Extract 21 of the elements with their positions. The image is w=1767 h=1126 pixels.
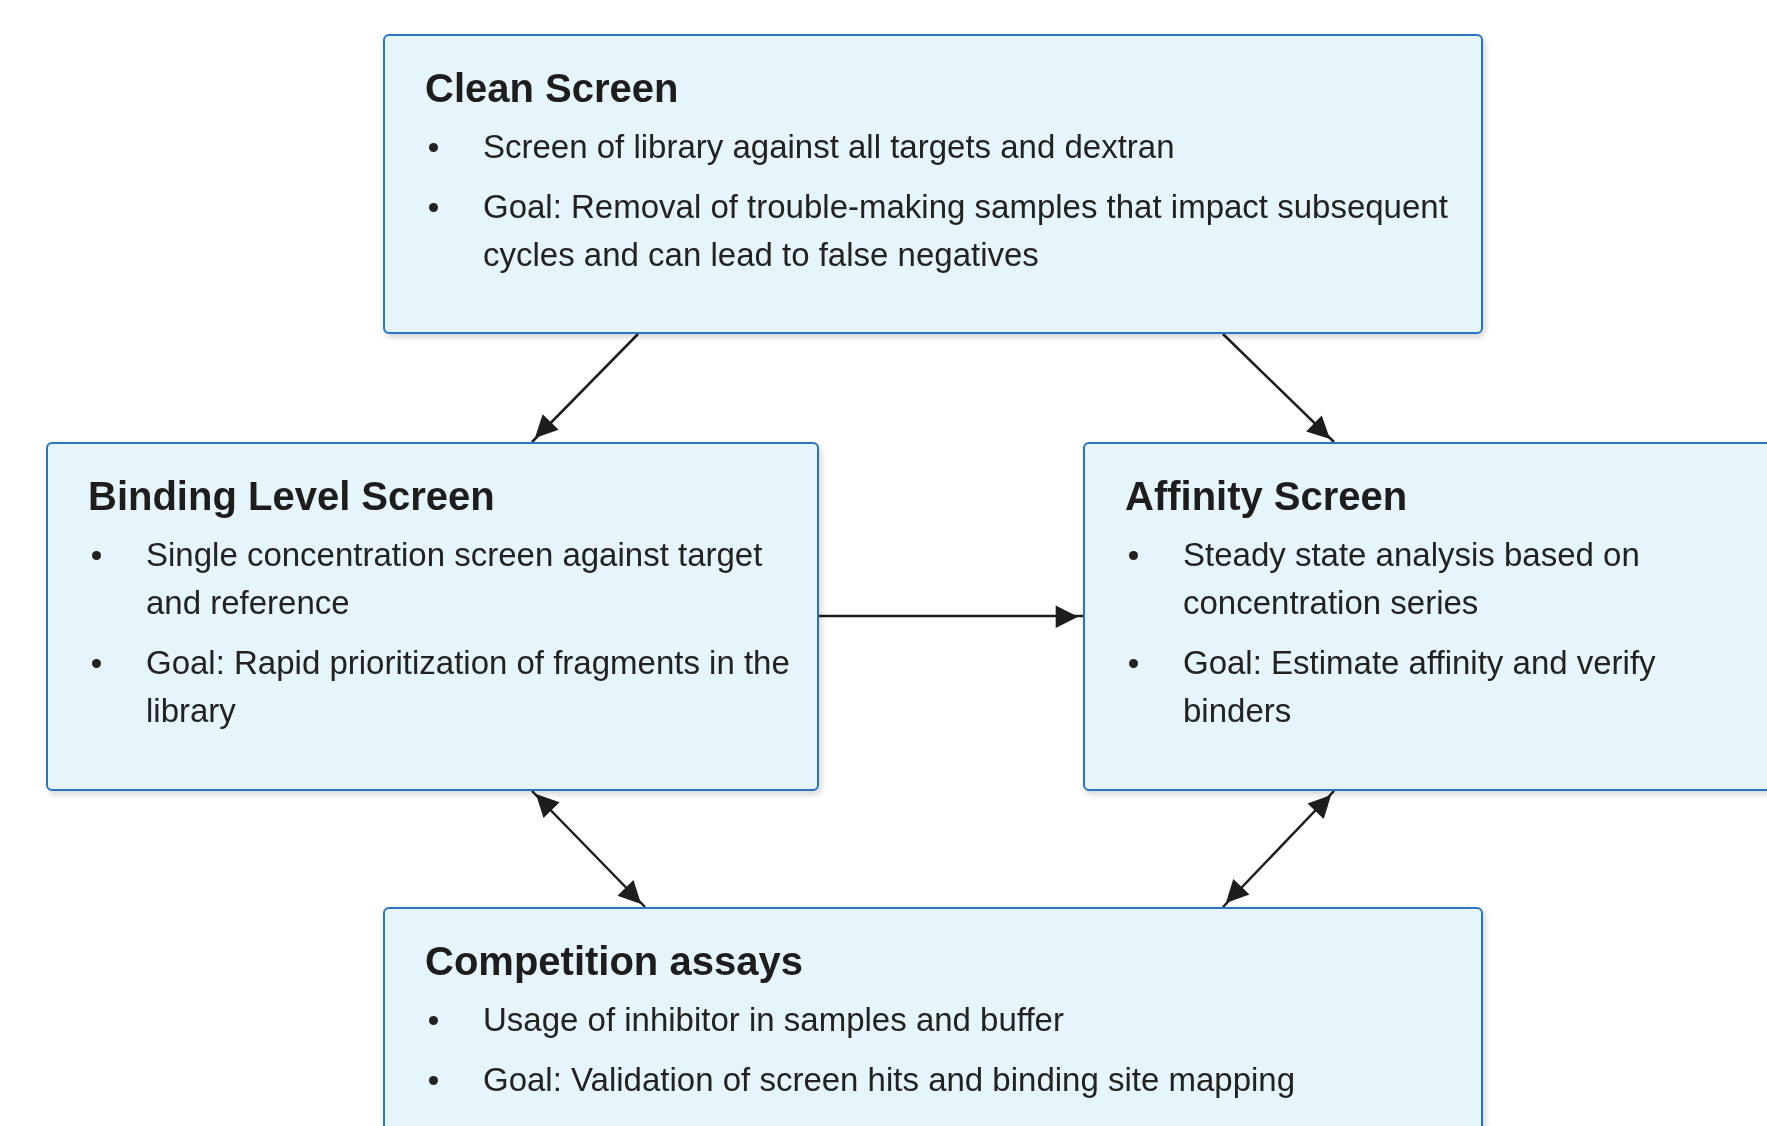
process-box [46, 442, 819, 791]
bullet-point: Goal: Removal of trouble-making samples that impact subsequent cycles and can lead to false negatives [425, 183, 1461, 279]
arrow [531, 333, 639, 443]
arrow [819, 605, 1083, 628]
process-box [383, 907, 1483, 1126]
bullet-point: Goal: Validation of screen hits and binding site mapping [425, 1056, 1461, 1104]
arrow [531, 790, 646, 908]
bullet-point: Goal: Rapid prioritization of fragments in the library [88, 639, 797, 735]
box-heading: Competition assays [425, 939, 804, 984]
bullet-point: Goal: Estimate affinity and verify binders [1125, 639, 1751, 735]
process-box [383, 34, 1483, 334]
bullet-point: Screen of library against all targets and dextran [425, 123, 1461, 171]
bullet-point: Usage of inhibitor in samples and buffer [425, 996, 1461, 1044]
bullet-point: Single concentration screen against target and reference [88, 531, 797, 627]
arrow [1222, 333, 1335, 443]
bullet-point: Steady state analysis based on concentration series [1125, 531, 1751, 627]
process-box [1083, 442, 1767, 791]
box-heading: Clean Screen [425, 66, 680, 111]
box-heading: Binding Level Screen [88, 474, 496, 519]
box-heading: Affinity Screen [1125, 474, 1409, 519]
arrow [1222, 790, 1335, 908]
